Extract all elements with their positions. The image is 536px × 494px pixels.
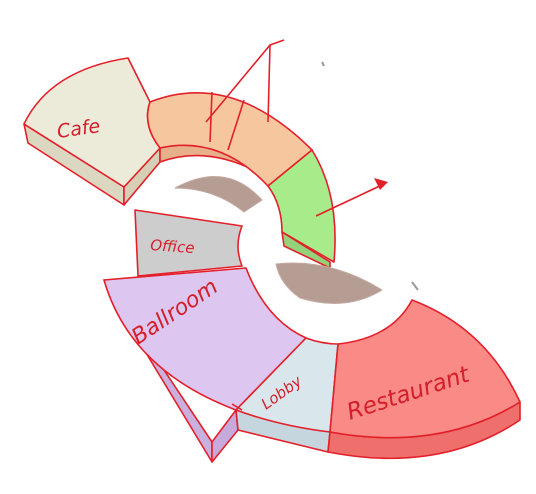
courtyard-shadow: [276, 263, 382, 303]
grey-tick-right: [412, 282, 418, 290]
section-cafe[interactable]: Cafe: [24, 58, 160, 205]
pointer-line-right: [270, 40, 284, 45]
section-restaurant[interactable]: Restaurant: [328, 300, 520, 458]
section-office[interactable]: Office: [135, 210, 242, 276]
upper-inner-shadow: [175, 176, 262, 212]
ballroom-base: [212, 410, 238, 462]
grey-dot-top: [322, 62, 324, 66]
office-label: Office: [150, 236, 195, 257]
